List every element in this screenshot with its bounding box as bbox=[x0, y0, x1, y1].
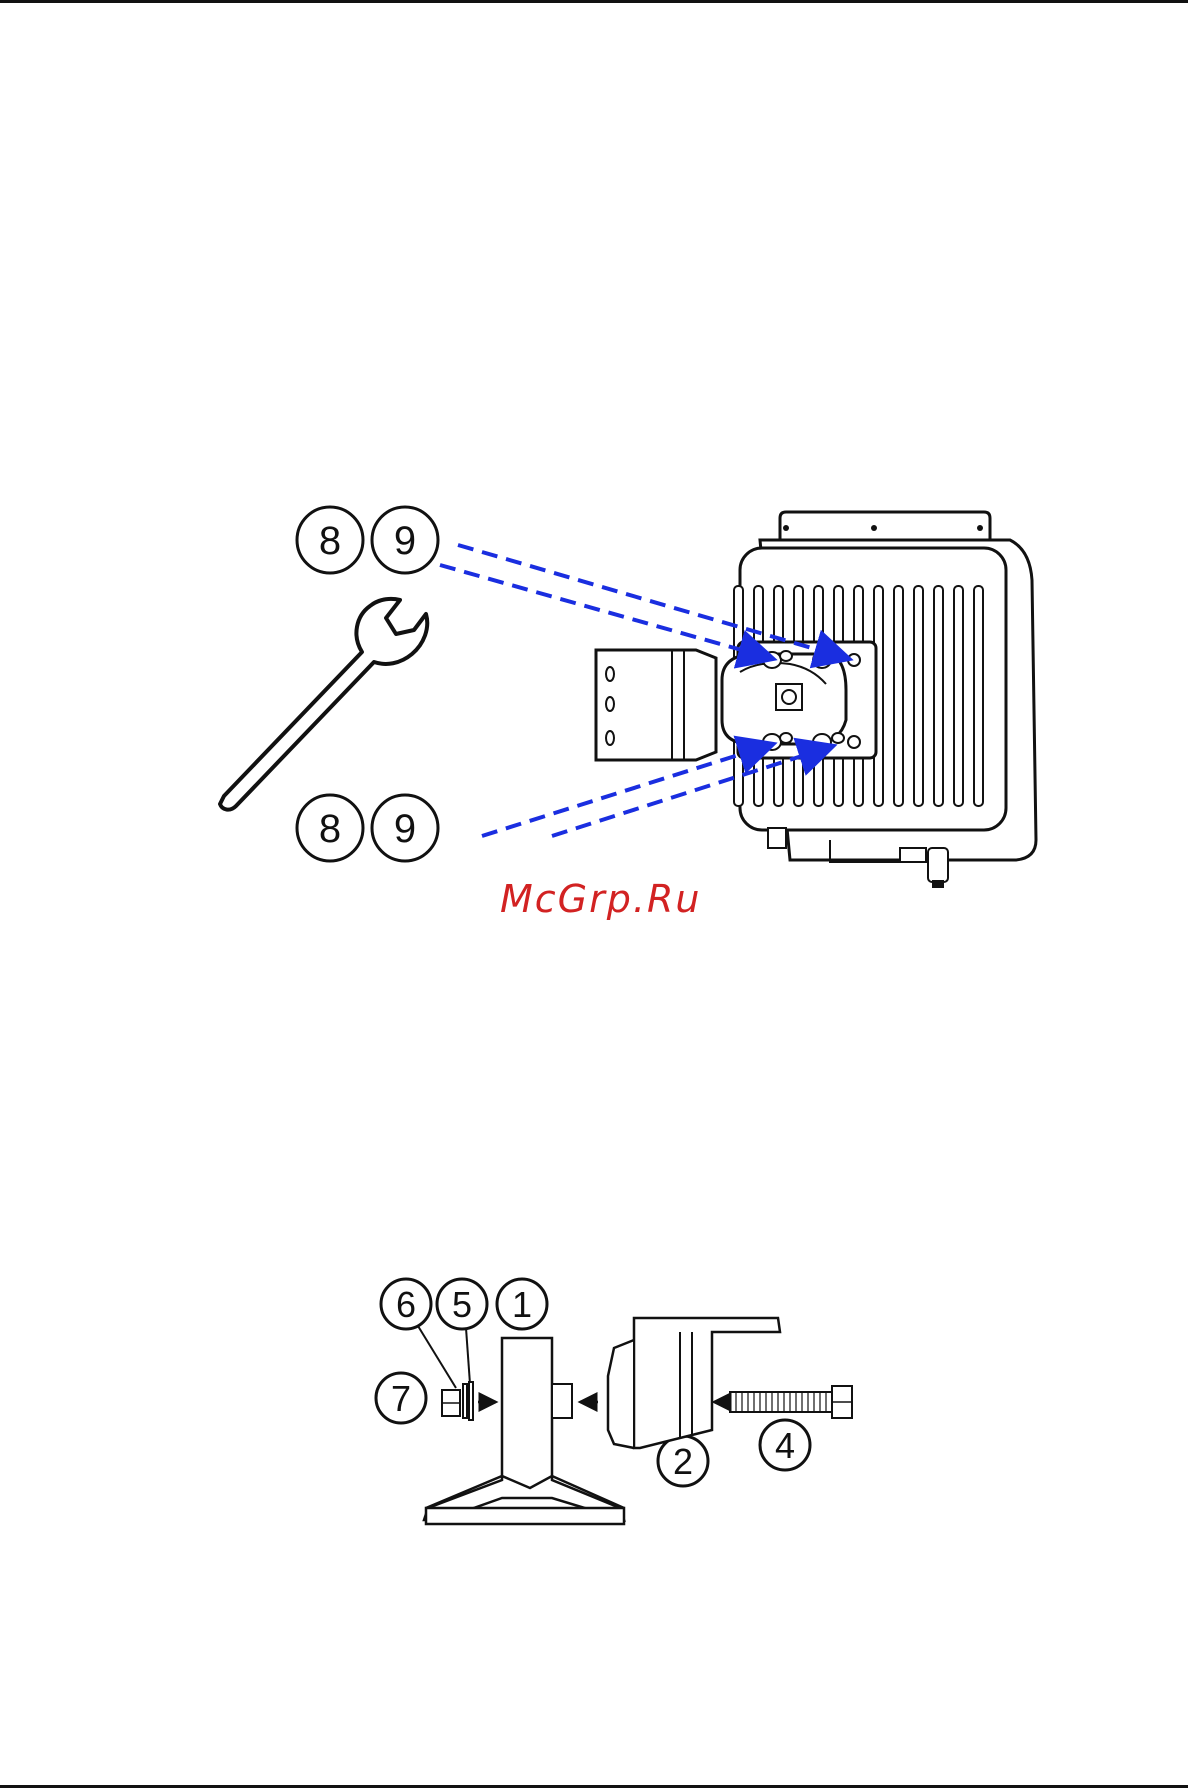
nut bbox=[442, 1390, 460, 1416]
svg-text:2: 2 bbox=[673, 1441, 693, 1482]
svg-text:8: 8 bbox=[319, 807, 341, 851]
callout-8-top: 8 bbox=[297, 507, 363, 573]
callout-9-bottom: 9 bbox=[372, 795, 438, 861]
watermark: McGrp.Ru bbox=[500, 877, 701, 921]
l-bracket bbox=[596, 650, 716, 760]
callout-2: 2 bbox=[658, 1436, 708, 1486]
callout-5: 5 bbox=[437, 1279, 487, 1329]
callout-1: 1 bbox=[497, 1279, 547, 1329]
callout-9-top: 9 bbox=[372, 507, 438, 573]
svg-text:5: 5 bbox=[452, 1284, 472, 1325]
wrench-icon bbox=[220, 599, 427, 810]
callout-6: 6 bbox=[381, 1279, 431, 1329]
svg-text:9: 9 bbox=[394, 807, 416, 851]
svg-text:7: 7 bbox=[391, 1378, 411, 1419]
svg-text:9: 9 bbox=[394, 519, 416, 563]
l-bracket-side bbox=[608, 1318, 780, 1448]
leader-5 bbox=[466, 1328, 470, 1384]
svg-text:1: 1 bbox=[512, 1284, 532, 1325]
bolt bbox=[730, 1386, 852, 1418]
figure-2-exploded-view: 6 5 1 7 2 4 bbox=[376, 1279, 852, 1524]
callout-8-bottom: 8 bbox=[297, 795, 363, 861]
callout-7: 7 bbox=[376, 1373, 426, 1423]
flat-washer bbox=[469, 1382, 473, 1420]
spring-washer bbox=[463, 1384, 467, 1418]
callout-4: 4 bbox=[760, 1420, 810, 1470]
pole-bracket bbox=[424, 1338, 624, 1524]
svg-text:6: 6 bbox=[396, 1284, 416, 1325]
leader-6 bbox=[418, 1326, 456, 1388]
figure-1-antenna-mount: 8 9 8 9 bbox=[220, 507, 1036, 921]
arrow-8-top-left bbox=[440, 565, 770, 658]
svg-text:8: 8 bbox=[319, 519, 341, 563]
svg-text:4: 4 bbox=[775, 1425, 795, 1466]
